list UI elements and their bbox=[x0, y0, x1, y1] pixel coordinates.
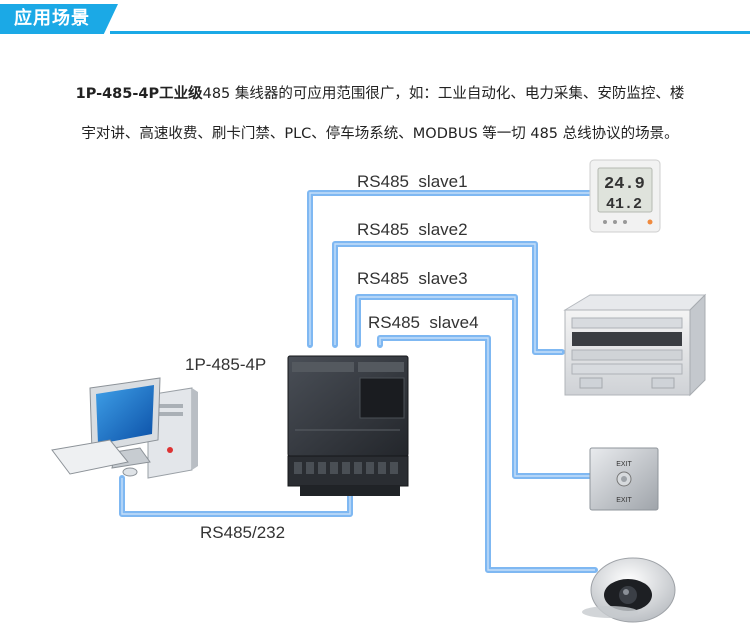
wire-slave4 bbox=[377, 335, 598, 573]
thermo-humidity-readout: 41.2 bbox=[606, 196, 642, 213]
wire-slave3 bbox=[355, 294, 593, 479]
thermo-hygrometer-device: 24.9 41.2 bbox=[589, 159, 661, 233]
wire-slave1 bbox=[307, 190, 593, 348]
intro-model: 1P-485-4P bbox=[75, 86, 160, 102]
intro-line1-rest: 485 集线器的可应用范围很广，如：工业自动化、电力采集、安防监控、楼 bbox=[202, 86, 685, 102]
upstream-label: RS485/232 bbox=[200, 523, 285, 542]
wire-upstream bbox=[119, 475, 353, 517]
section-header: 应用场景 bbox=[0, 0, 750, 40]
dome-camera-device bbox=[582, 557, 676, 623]
exit-button-device: EXIT EXIT bbox=[589, 447, 659, 511]
intro-line-2: 宇对讲、高速收费、刷卡门禁、PLC、停车场系统、MODBUS 等一切 485 总… bbox=[81, 126, 679, 142]
section-title: 应用场景 bbox=[0, 4, 118, 34]
intro-line-1: 1P-485-4P工业级485 集线器的可应用范围很广，如：工业自动化、电力采集… bbox=[20, 74, 740, 114]
slave1-label: RS485 slave1 bbox=[357, 172, 468, 191]
hub-device bbox=[287, 355, 409, 496]
pc-device bbox=[51, 377, 198, 479]
slave3-label: RS485 slave3 bbox=[357, 269, 468, 288]
intro-paragraph: 1P-485-4P工业级485 集线器的可应用范围很广，如：工业自动化、电力采集… bbox=[20, 74, 740, 154]
hub-label: 1P-485-4P bbox=[185, 355, 266, 374]
thermo-temp-readout: 24.9 bbox=[604, 175, 645, 194]
intro-grade: 工业级 bbox=[159, 86, 203, 102]
slave2-label: RS485 slave2 bbox=[357, 220, 468, 239]
plc-device bbox=[563, 293, 707, 397]
exit-bottom-text: EXIT bbox=[616, 497, 632, 504]
slave4-label: RS485 slave4 bbox=[368, 313, 479, 332]
wire-slave2 bbox=[332, 241, 565, 355]
section-divider bbox=[110, 31, 750, 34]
exit-top-text: EXIT bbox=[616, 461, 632, 468]
